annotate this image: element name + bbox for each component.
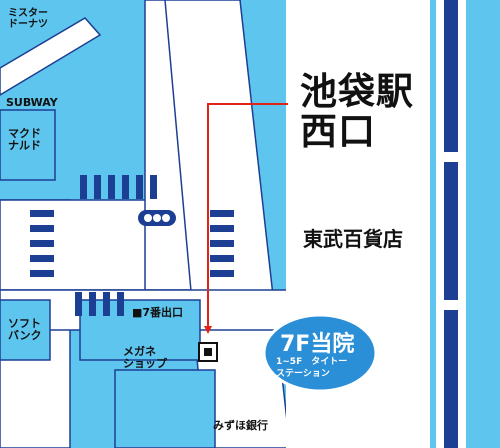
callout-building-info: 1~5F タイトー ステーション	[276, 357, 348, 379]
label-megane-shop: メガネ ショップ	[123, 345, 167, 371]
callout-clinic-floor: 7F当院	[280, 332, 355, 357]
block-subway	[0, 109, 56, 181]
crosswalks	[30, 175, 234, 316]
label-mizuho-bank: みずほ銀行	[213, 419, 268, 432]
road-top-left	[0, 17, 102, 96]
label-subway: SUBWAY	[6, 96, 58, 109]
destination-marker-icon	[198, 342, 218, 362]
callout-bubble	[262, 313, 378, 393]
label-tobu-dept-store: 東武百貨店	[303, 227, 403, 251]
label-mcdonalds: マクド ナルド	[8, 127, 41, 153]
traffic-light-icon	[138, 210, 176, 226]
block-mizuho	[114, 369, 216, 448]
label-station-west-exit: 池袋駅 西口	[300, 70, 414, 153]
track-gaps	[444, 152, 458, 310]
route-arrow	[204, 103, 288, 334]
track-navy	[444, 0, 458, 448]
block-softbank	[0, 299, 51, 361]
label-mister-donut: ミスター ドーナツ	[8, 8, 48, 30]
label-softbank: ソフト バンク	[8, 317, 42, 343]
callout-pointer	[219, 344, 270, 358]
label-exit-7: ■7番出口	[132, 306, 184, 319]
